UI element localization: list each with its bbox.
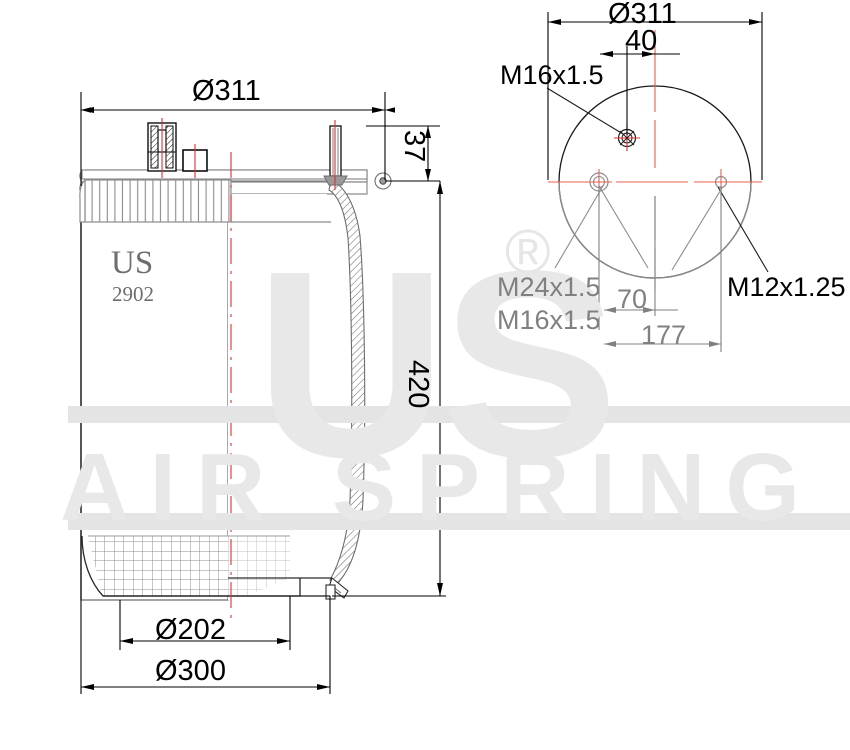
- centerlines: [161, 118, 336, 620]
- dim-offset-40: 40: [625, 25, 658, 57]
- watermark-bar-bottom: [68, 513, 850, 530]
- dim-od-311-front: Ø311: [192, 75, 261, 107]
- callout-m16-upper: M16x1.5: [500, 60, 604, 90]
- dim-od-311-top: Ø311: [608, 0, 677, 30]
- dim-od-202: Ø202: [155, 614, 226, 646]
- watermark-logo: US: [255, 216, 619, 513]
- watermark-registered-icon: ®: [505, 218, 551, 287]
- front-view-geometry: [79, 118, 392, 620]
- part-brand-label: US: [111, 245, 154, 281]
- watermark-bar-top: [68, 406, 850, 423]
- callout-m16-lower: M16x1.5: [497, 305, 601, 335]
- dim-pitch-70: 70: [617, 284, 648, 314]
- dim-height-37: 37: [398, 130, 430, 163]
- top-view-geometry: [546, 12, 769, 352]
- dim-height-420: 420: [402, 360, 434, 409]
- callout-m12: M12x1.25: [727, 272, 846, 302]
- watermark-tagline: AIR SPRING: [60, 434, 821, 541]
- front-view-dimensions: [80, 92, 446, 694]
- dim-pitch-177: 177: [641, 320, 687, 350]
- dim-od-300: Ø300: [155, 655, 226, 687]
- part-model-label: 2902: [112, 282, 154, 306]
- callout-m24: M24x1.5: [497, 272, 601, 302]
